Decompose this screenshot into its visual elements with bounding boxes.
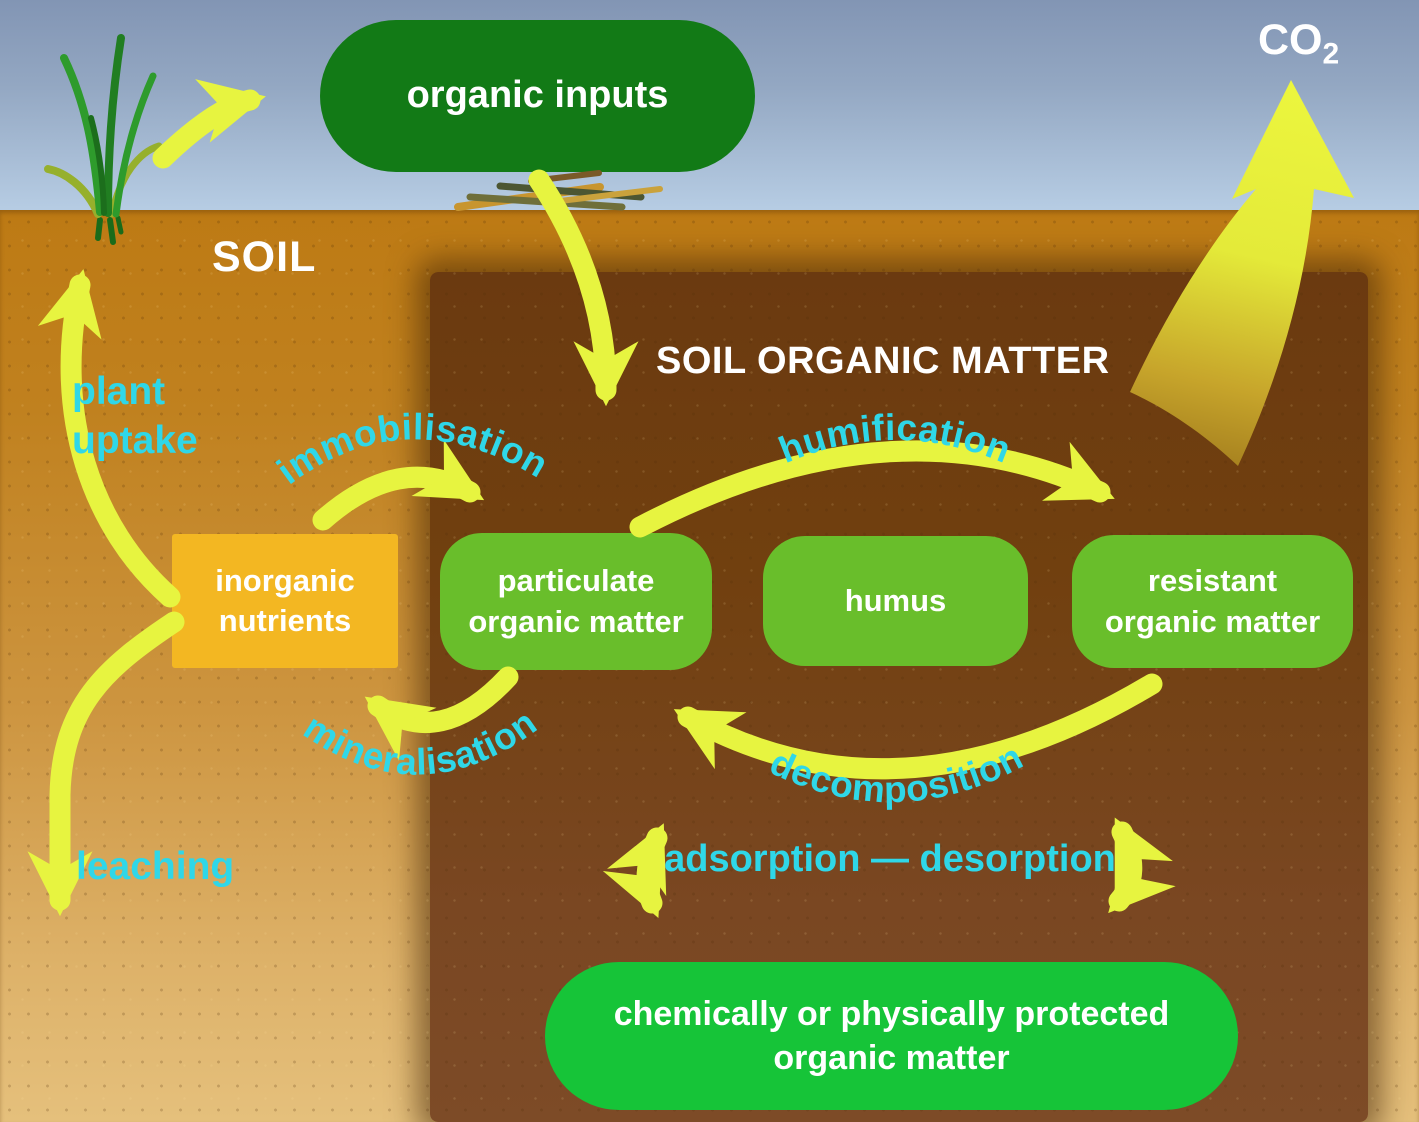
co2-subscript: 2 (1322, 37, 1340, 71)
organic-inputs-label: organic inputs (406, 74, 669, 117)
humus-box: humus (763, 536, 1028, 666)
protected-organic-matter-label: chemically or physically protected organ… (613, 994, 1170, 1077)
particulate-organic-matter-box: particulate organic matter (440, 533, 712, 670)
protected-organic-matter-box: chemically or physically protected organ… (545, 962, 1238, 1110)
co2-label: CO2 (1258, 16, 1339, 69)
humus-label: humus (844, 582, 947, 618)
soil-label: SOIL (212, 233, 317, 281)
inorganic-nutrients-label: inorganic nutrients (215, 562, 355, 638)
plant-uptake-label: plant uptake (72, 370, 198, 462)
soil-organic-matter-title: SOIL ORGANIC MATTER (656, 340, 1110, 382)
leaching-label: leaching (76, 845, 235, 888)
resistant-organic-matter-box: resistant organic matter (1072, 535, 1353, 668)
inorganic-nutrients-box: inorganic nutrients (172, 534, 398, 668)
particulate-organic-matter-label: particulate organic matter (468, 563, 684, 639)
organic-inputs-box: organic inputs (320, 20, 755, 172)
adsorption-desorption-label: adsorption — desorption (664, 838, 1116, 880)
resistant-organic-matter-label: resistant organic matter (1104, 563, 1321, 639)
co2-text: CO (1258, 16, 1323, 64)
